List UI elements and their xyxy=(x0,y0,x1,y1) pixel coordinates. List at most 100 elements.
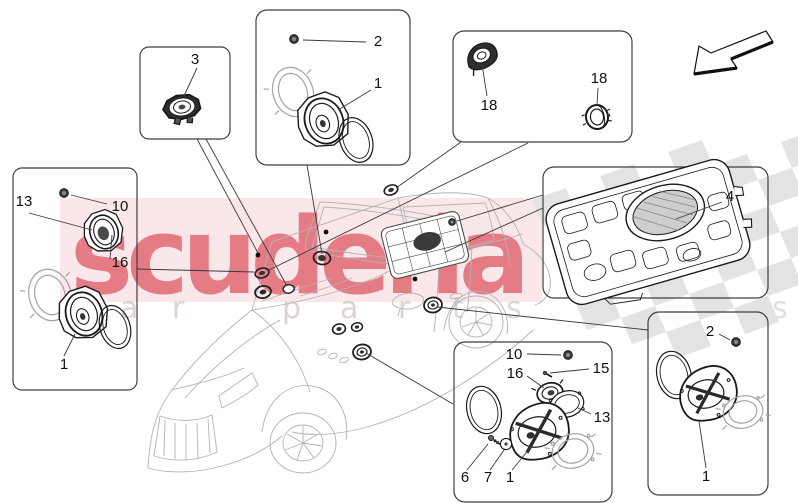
car-rear-wheel-spokes xyxy=(461,308,492,336)
car-front-wheel-spokes xyxy=(284,426,323,461)
label-leaders xyxy=(28,39,731,471)
tagline-letter: a xyxy=(120,291,138,326)
part-label-10: 10 xyxy=(506,346,523,363)
part-label-6: 6 xyxy=(461,469,469,486)
nut-part-drawing xyxy=(289,34,299,44)
leader-line xyxy=(365,352,454,405)
part-label-15: 15 xyxy=(593,360,610,377)
tweeter-18-drawing xyxy=(467,42,498,76)
car-rear-wheel xyxy=(448,295,504,349)
box-dash-tweeters xyxy=(452,30,633,143)
front-door-mid-on-car xyxy=(350,321,364,333)
car-rocker xyxy=(291,329,534,435)
screw-15-drawing xyxy=(542,370,553,378)
car-rear-wheel-arch xyxy=(443,290,508,335)
part-label-10: 10 xyxy=(112,198,129,215)
leader-line xyxy=(444,207,544,253)
part-label-18: 18 xyxy=(481,97,498,114)
trim-ring-drawing xyxy=(98,304,132,350)
checker-cell xyxy=(666,320,711,358)
part-label-7: 7 xyxy=(484,469,492,486)
nut-part-drawing xyxy=(731,337,741,347)
box-front-door-woofer xyxy=(255,9,411,166)
car-mirror xyxy=(391,292,425,317)
part-label-13: 13 xyxy=(16,193,33,210)
attachment-dot xyxy=(412,276,418,282)
leader-line xyxy=(456,194,544,222)
car-hood-crease xyxy=(184,319,281,399)
part-label-1: 1 xyxy=(374,75,382,92)
car-door-handle xyxy=(449,292,463,300)
checker-cell xyxy=(689,282,734,320)
tagline-letter: a xyxy=(340,291,358,326)
car-liftgate xyxy=(487,197,511,267)
checker-cell xyxy=(757,258,798,296)
checker-cell xyxy=(781,136,798,168)
leader-line xyxy=(436,306,649,331)
box-front-left-door-speaker xyxy=(12,167,138,391)
cap-7-drawing xyxy=(499,437,513,451)
front-speaker-1-drawing xyxy=(58,285,109,339)
checker-cell xyxy=(758,168,798,206)
tweeter-18-drawing xyxy=(581,104,612,130)
car-door-seam-2 xyxy=(466,245,473,313)
screw-6-drawing xyxy=(488,435,502,446)
car-fender-vent xyxy=(317,348,327,356)
subwoofer-panel-on-car xyxy=(380,211,470,279)
box-rear-right-door-speaker xyxy=(647,311,769,496)
car-grille-slats xyxy=(163,418,211,460)
part-label-4: 4 xyxy=(726,188,734,205)
front-door-tweeter-on-car xyxy=(331,323,347,335)
leader-line xyxy=(196,138,259,254)
tagline-letter: s xyxy=(506,291,522,326)
car-fender-vent xyxy=(339,356,349,364)
attachment-dot xyxy=(255,252,261,258)
nut-part-drawing xyxy=(563,350,573,360)
trim-ring-drawing xyxy=(338,117,374,163)
leader-line xyxy=(268,142,529,271)
box-rear-door-speaker-kit xyxy=(453,341,613,503)
speaker-bracket-drawing xyxy=(544,433,602,471)
front-speaker-1-drawing xyxy=(297,91,349,147)
part-label-1: 1 xyxy=(702,468,710,485)
tagline-letter: r xyxy=(172,291,185,326)
car-mounted-speakers xyxy=(254,184,470,361)
box-dash-midrange xyxy=(139,46,231,140)
dash-clip-on-car xyxy=(282,284,295,294)
dash-midrange-on-car xyxy=(254,284,272,300)
part-label-13: 13 xyxy=(594,409,611,426)
nut-part-drawing xyxy=(59,188,69,198)
part-label-3: 3 xyxy=(191,51,199,68)
car-bumper xyxy=(147,435,283,473)
leader-line xyxy=(136,268,255,273)
callout-boxes xyxy=(12,9,769,503)
part-label-18: 18 xyxy=(591,70,608,87)
midrange-speaker-3-drawing xyxy=(162,93,202,126)
front-speaker-13-drawing xyxy=(83,208,124,252)
trim-ring-drawing xyxy=(469,389,499,431)
car-side-lower xyxy=(251,309,311,393)
leader-line xyxy=(395,141,462,189)
part-label-1: 1 xyxy=(506,469,514,486)
car-tail xyxy=(522,243,551,306)
callout-lines xyxy=(136,138,649,405)
direction-arrow-icon xyxy=(693,30,774,76)
car-roof-rail xyxy=(397,192,524,245)
part-label-16: 16 xyxy=(507,365,524,382)
box-subwoofer-panel xyxy=(542,166,769,299)
attachment-dot xyxy=(323,229,329,235)
trim-ring-drawing xyxy=(659,354,689,396)
part-drawings xyxy=(19,34,771,471)
tagline-letter: p xyxy=(282,291,301,326)
front-door-woofer-on-car xyxy=(352,343,372,361)
car-cowl-line xyxy=(171,367,245,391)
part-label-2: 2 xyxy=(374,33,382,50)
part-label-16: 16 xyxy=(112,254,129,271)
car-front-wheel xyxy=(269,412,337,474)
trim-ring-drawing xyxy=(342,121,370,159)
trim-ring-drawing xyxy=(102,309,128,345)
car-fender-vent xyxy=(328,352,338,360)
part-labels: 3 2 1 18 18 4 13 10 16 1 10 15 16 13 6 7… xyxy=(16,33,735,486)
dash-tweeter-on-car xyxy=(254,267,270,279)
